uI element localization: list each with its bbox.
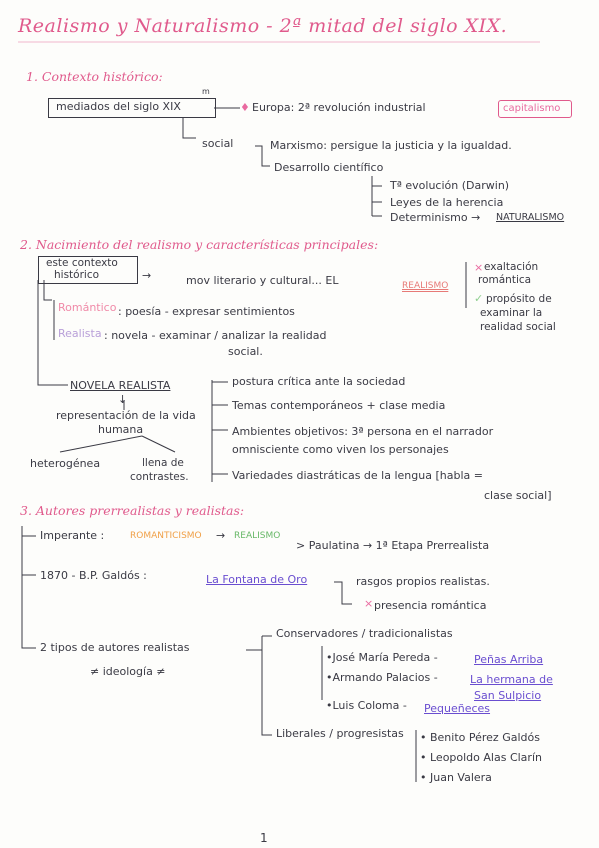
este-contexto-l1: este contexto: [46, 257, 118, 269]
representacion-l1: representación de la vida: [56, 409, 196, 422]
novela-realista-label: NOVELA REALISTA: [70, 379, 171, 392]
liberales-label: Liberales / progresistas: [276, 727, 404, 740]
check-mark-icon: ✓: [474, 292, 484, 305]
clarin-text: • Leopoldo Alas Clarín: [420, 751, 542, 764]
representacion-l2: humana: [98, 423, 144, 436]
este-contexto-l2: histórico: [54, 269, 100, 281]
romantico-label: Romántico: [58, 301, 117, 314]
llena-l1: llena de: [142, 457, 184, 469]
section-2-heading: 2. Nacimiento del realismo y característ…: [20, 237, 379, 252]
temas-text: Temas contemporáneos + clase media: [232, 399, 446, 412]
marxismo-text: Marxismo: persigue la justicia y la igua…: [270, 139, 512, 152]
section-1-heading: 1. Contexto histórico:: [26, 69, 163, 84]
ambientes-text: Ambientes objetivos: 3ª persona en el na…: [232, 425, 494, 438]
variedades-text: Variedades diastráticas de la lengua [ha…: [232, 469, 483, 482]
clase-social-text: clase social]: [484, 489, 552, 502]
proposito-l1: propósito de: [486, 293, 552, 305]
arrow-icon-2: →: [216, 529, 226, 542]
romanticismo-label: ROMANTICISMO: [130, 531, 202, 541]
desarrollo-text: Desarrollo científico: [274, 161, 384, 174]
penas-arriba-title: Peñas Arriba: [474, 653, 544, 666]
romantico-text: : poesía - expresar sentimientos: [118, 305, 295, 318]
naturalismo-text: NATURALISMO: [496, 212, 565, 223]
capitalismo-box: [498, 100, 572, 118]
exaltacion-l2: romántica: [478, 274, 532, 286]
llena-l2: contrastes.: [130, 471, 189, 483]
arrow-icon: →: [142, 269, 152, 282]
realista-label: Realista: [58, 327, 102, 340]
x-mark-icon-2: ×: [364, 597, 374, 610]
omnisciente-text: omnisciente como viven los personajes: [232, 443, 449, 456]
pequeneces-title: Pequeñeces: [424, 702, 491, 715]
mov-text: mov literario y cultural... EL: [186, 274, 339, 287]
coloma-text: •Luis Coloma -: [326, 699, 407, 712]
x-mark-icon: ×: [474, 261, 484, 274]
tipos-autores: 2 tipos de autores realistas: [40, 641, 190, 654]
hermana-title-l1: La hermana de: [470, 673, 553, 686]
pereda-text: •José María Pereda -: [326, 651, 438, 664]
rasgos-text: rasgos propios realistas.: [356, 575, 490, 588]
heterogenea-text: heterogénea: [30, 457, 101, 470]
context-box-label: mediados del siglo XIX: [56, 100, 181, 113]
social-label: social: [202, 137, 234, 150]
galdos-1870: 1870 - B.P. Galdós :: [40, 569, 147, 582]
proposito-l3: realidad social: [480, 321, 556, 333]
realismo-label-2: REALISMO: [234, 531, 281, 541]
determinismo-text: Determinismo →: [390, 211, 481, 224]
leyes-text: Leyes de la herencia: [390, 196, 504, 209]
context-sup: m: [202, 87, 210, 96]
presencia-text: presencia romántica: [374, 599, 487, 612]
fontana-title: La Fontana de Oro: [206, 573, 308, 586]
este-contexto-box: [38, 256, 138, 284]
postura-text: postura crítica ante la sociedad: [232, 375, 406, 388]
proposito-l2: examinar la: [480, 307, 543, 319]
palacios-text: •Armando Palacios -: [326, 671, 438, 684]
section-3-heading: 3. Autores prerrealistas y realistas:: [20, 503, 245, 518]
evolucion-text: Tª evolución (Darwin): [390, 179, 510, 192]
conservadores-label: Conservadores / tradicionalistas: [276, 627, 453, 640]
diamond-icon: ♦: [240, 101, 250, 114]
imperante-label: Imperante :: [40, 529, 105, 542]
hermana-title-l2: San Sulpicio: [474, 689, 542, 702]
page-number: 1: [260, 831, 268, 845]
realismo-label: REALISMO: [402, 281, 449, 291]
down-arrow-icon: ↓: [118, 393, 128, 406]
europa-text: Europa: 2ª revolución industrial: [252, 101, 426, 114]
page-title: Realismo y Naturalismo - 2ª mitad del si…: [18, 15, 508, 37]
exaltacion-l1: exaltación: [484, 261, 539, 273]
galdos-text: • Benito Pérez Galdós: [420, 731, 540, 744]
paulatina-text: > Paulatina → 1ª Etapa Prerrealista: [296, 539, 490, 552]
realista-text-1: : novela - examinar / analizar la realid…: [104, 329, 327, 342]
valera-text: • Juan Valera: [420, 771, 492, 784]
capitalismo-text: capitalismo: [503, 103, 561, 114]
ideologia-text: ≠ ideología ≠: [90, 665, 166, 678]
context-box: [48, 98, 216, 118]
realista-text-2: social.: [228, 345, 263, 358]
